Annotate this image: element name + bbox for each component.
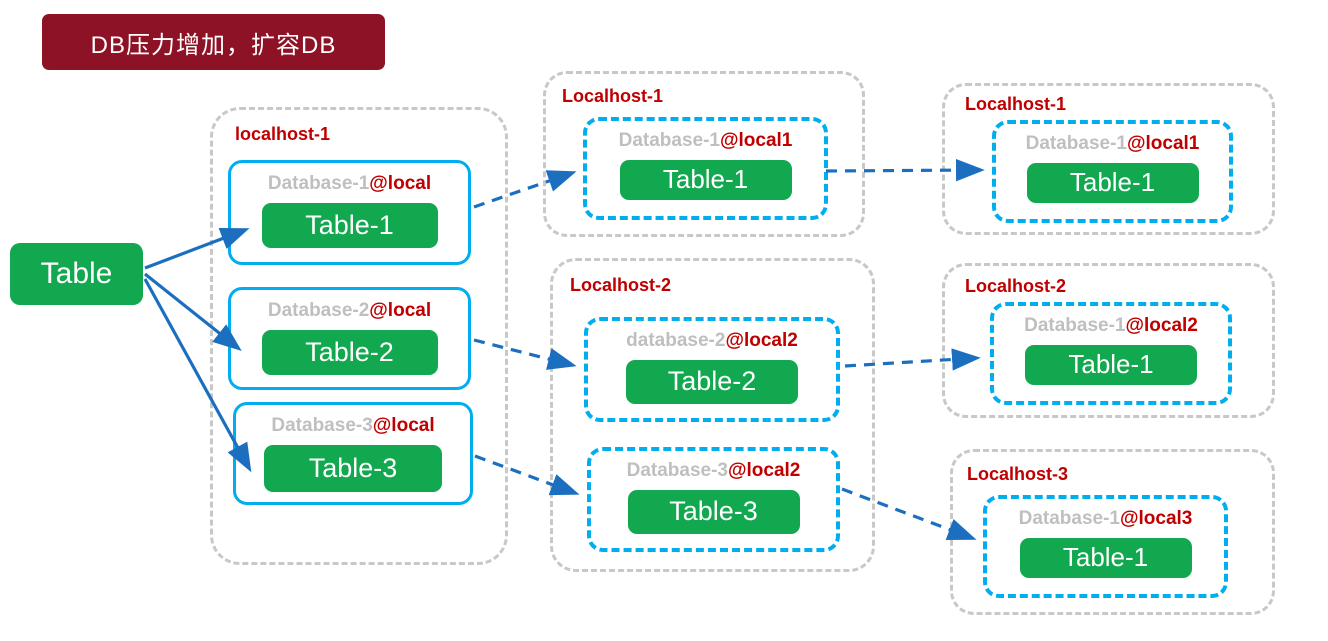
stage2-table-2-chip: Table-2 (626, 359, 798, 404)
stage3-table-1-chip: Table-1 (1026, 162, 1199, 203)
stage2-database-1-label: Database-1@local1 (618, 130, 793, 151)
stage3-database-3-label: Database-1@local3 (1018, 508, 1193, 529)
stage3-database-2-label: Database-1@local2 (1024, 315, 1198, 336)
stage3-host-3-label: Localhost-3 (967, 464, 1069, 484)
stage1-table-1-chip: Table-1 (261, 202, 438, 248)
stage1-database-1-label: Database-1@local (267, 173, 432, 194)
stage3-database-1-box: Database-1@local1 Table-1 (992, 120, 1233, 223)
stage1-database-2-label: Database-2@local (267, 300, 432, 321)
stage2-table-1-chip: Table-1 (619, 159, 792, 200)
stage2-host-localhost-1: Localhost-1 (543, 71, 865, 237)
stage1-database-3-box: Database-3@local Table-3 (233, 402, 473, 505)
stage3-database-1-label: Database-1@local1 (1025, 133, 1200, 154)
stage1-database-3-label: Database-3@local (271, 415, 435, 436)
stage2-database-1-box: Database-1@local1 Table-1 (583, 117, 828, 220)
stage2-table-3-chip: Table-3 (627, 489, 800, 534)
stage3-database-2-box: Database-1@local2 Table-1 (990, 302, 1232, 405)
stage1-table-2-chip: Table-2 (261, 329, 438, 375)
stage2-host-2-label: Localhost-2 (570, 275, 672, 295)
stage3-host-1-label: Localhost-1 (965, 94, 1067, 114)
stage3-host-localhost-1: Localhost-1 (942, 83, 1275, 235)
stage3-database-3-box: Database-1@local3 Table-1 (983, 495, 1228, 598)
stage2-host-1-label: Localhost-1 (562, 86, 664, 106)
source-table-label: Table (40, 257, 113, 290)
source-table-node: Table (10, 243, 143, 305)
title-banner-label: DB压力增加，扩容DB (90, 31, 337, 59)
title-banner: DB压力增加，扩容DB (42, 14, 385, 70)
stage1-table-3-chip: Table-3 (264, 444, 442, 492)
stage3-table-2-chip: Table-1 (1025, 344, 1197, 385)
stage1-database-1-box: Database-1@local Table-1 (228, 160, 471, 265)
stage3-host-2-label: Localhost-2 (965, 276, 1067, 296)
stage2-host-localhost-2: Localhost-2 (550, 258, 875, 572)
stage3-table-3-chip: Table-1 (1019, 537, 1192, 578)
stage3-host-localhost-2: Localhost-2 (942, 263, 1275, 418)
stage1-database-2-box: Database-2@local Table-2 (228, 287, 471, 390)
stage2-database-2-box: database-2@local2 Table-2 (584, 317, 840, 422)
stage2-database-3-label: Database-3@local2 (626, 460, 801, 481)
stage2-database-3-box: Database-3@local2 Table-3 (587, 447, 840, 552)
stage2-database-2-label: database-2@local2 (626, 330, 798, 351)
stage1-host-label: localhost-1 (235, 124, 331, 144)
